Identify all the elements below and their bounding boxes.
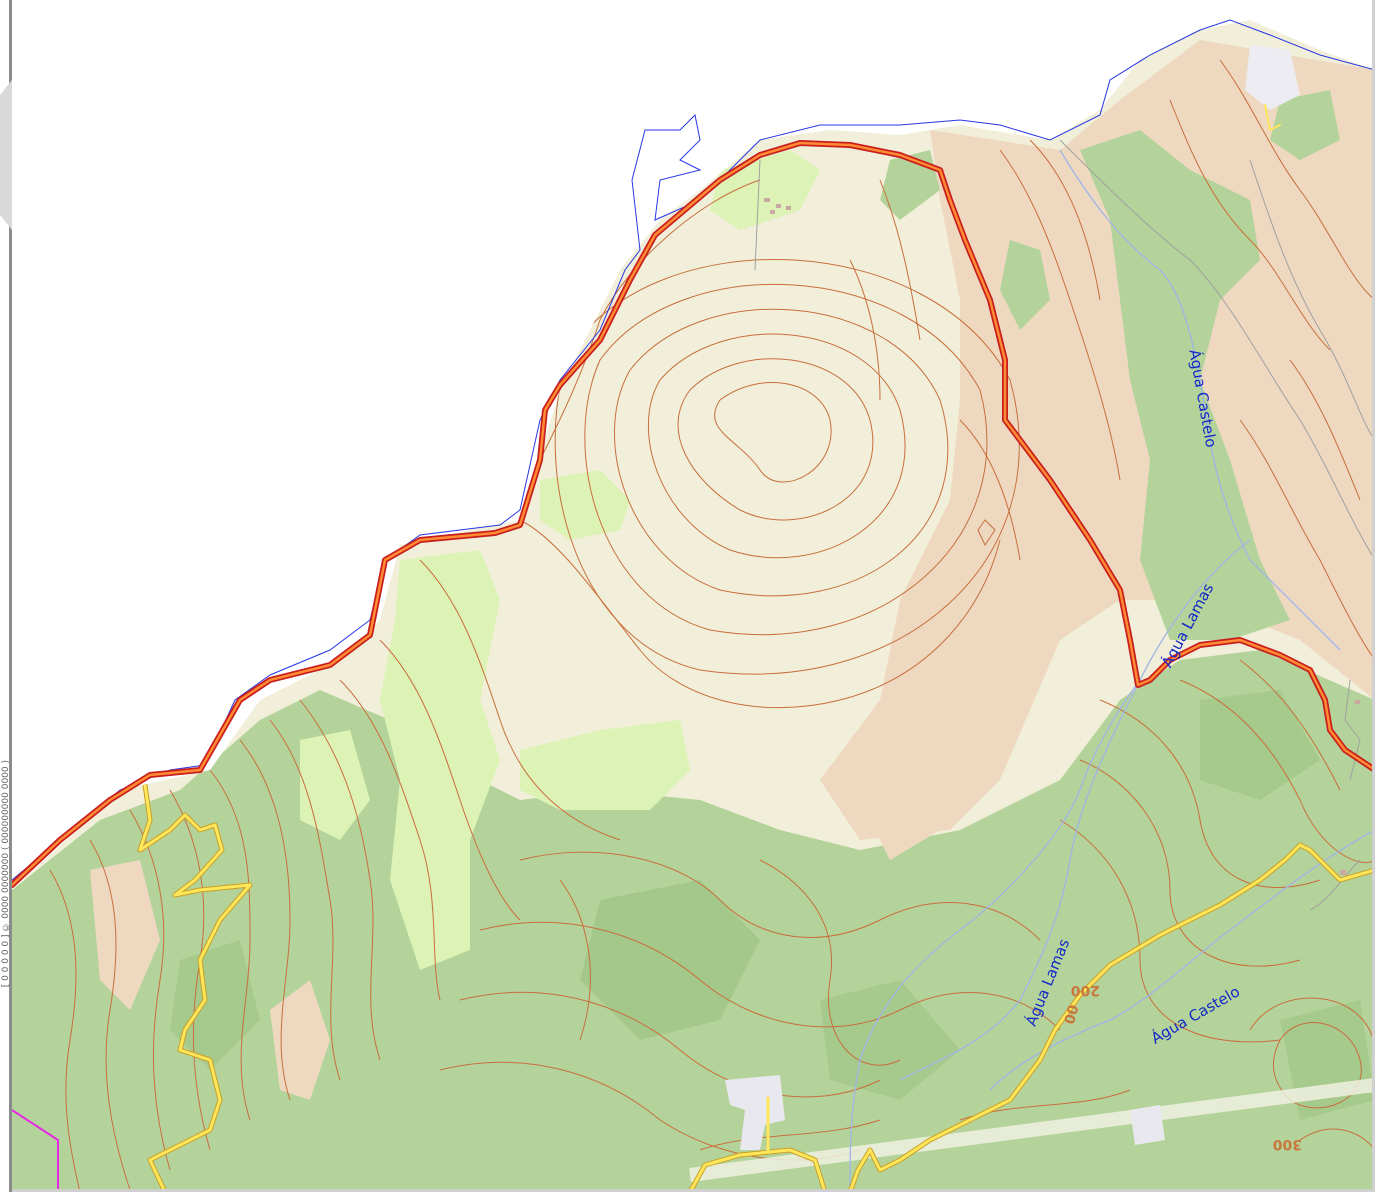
- map-credit: [ 0 0 0 0 0 ] © 0000 0000000 ( 000000000…: [1, 760, 11, 988]
- power-line-corridor: [689, 1078, 1375, 1182]
- elevation-label-b: 200: [1070, 982, 1100, 998]
- clearing-center: [860, 740, 940, 860]
- secondary-roads: [137, 104, 1375, 1192]
- elevation-label-c: 300: [1272, 1136, 1302, 1152]
- built-area-se: [1130, 1105, 1165, 1145]
- trunk-road: [9, 140, 1375, 888]
- relief-shade-3: [1200, 690, 1320, 800]
- contour-lines: [49, 59, 1375, 1192]
- relief-shade-2: [820, 980, 960, 1100]
- clearing-south: [270, 980, 330, 1100]
- coastline: [11, 19, 1375, 881]
- meadow-south: [520, 720, 690, 810]
- meadow-center: [540, 470, 630, 540]
- forest-mid-east: [1000, 240, 1050, 330]
- relief-shade-1: [580, 880, 760, 1040]
- forest-northeast: [1270, 90, 1340, 160]
- clearing-sw: [90, 860, 160, 1010]
- minor-road-ne: [1264, 104, 1281, 131]
- admin-boundary: [11, 1109, 59, 1192]
- meadow-sw: [300, 730, 370, 840]
- map-bottom-border: [12, 1189, 1375, 1192]
- forest-east-strip: [1080, 130, 1290, 640]
- built-area-south: [725, 1075, 785, 1150]
- map-right-border: [1372, 0, 1375, 1192]
- meadow-west: [380, 550, 500, 970]
- relief-shade-4: [170, 940, 260, 1070]
- map-left-frame: [9, 0, 12, 1192]
- built-area-ne: [1245, 45, 1300, 110]
- buildings: [764, 198, 1360, 875]
- side-panel-tab[interactable]: [0, 80, 12, 230]
